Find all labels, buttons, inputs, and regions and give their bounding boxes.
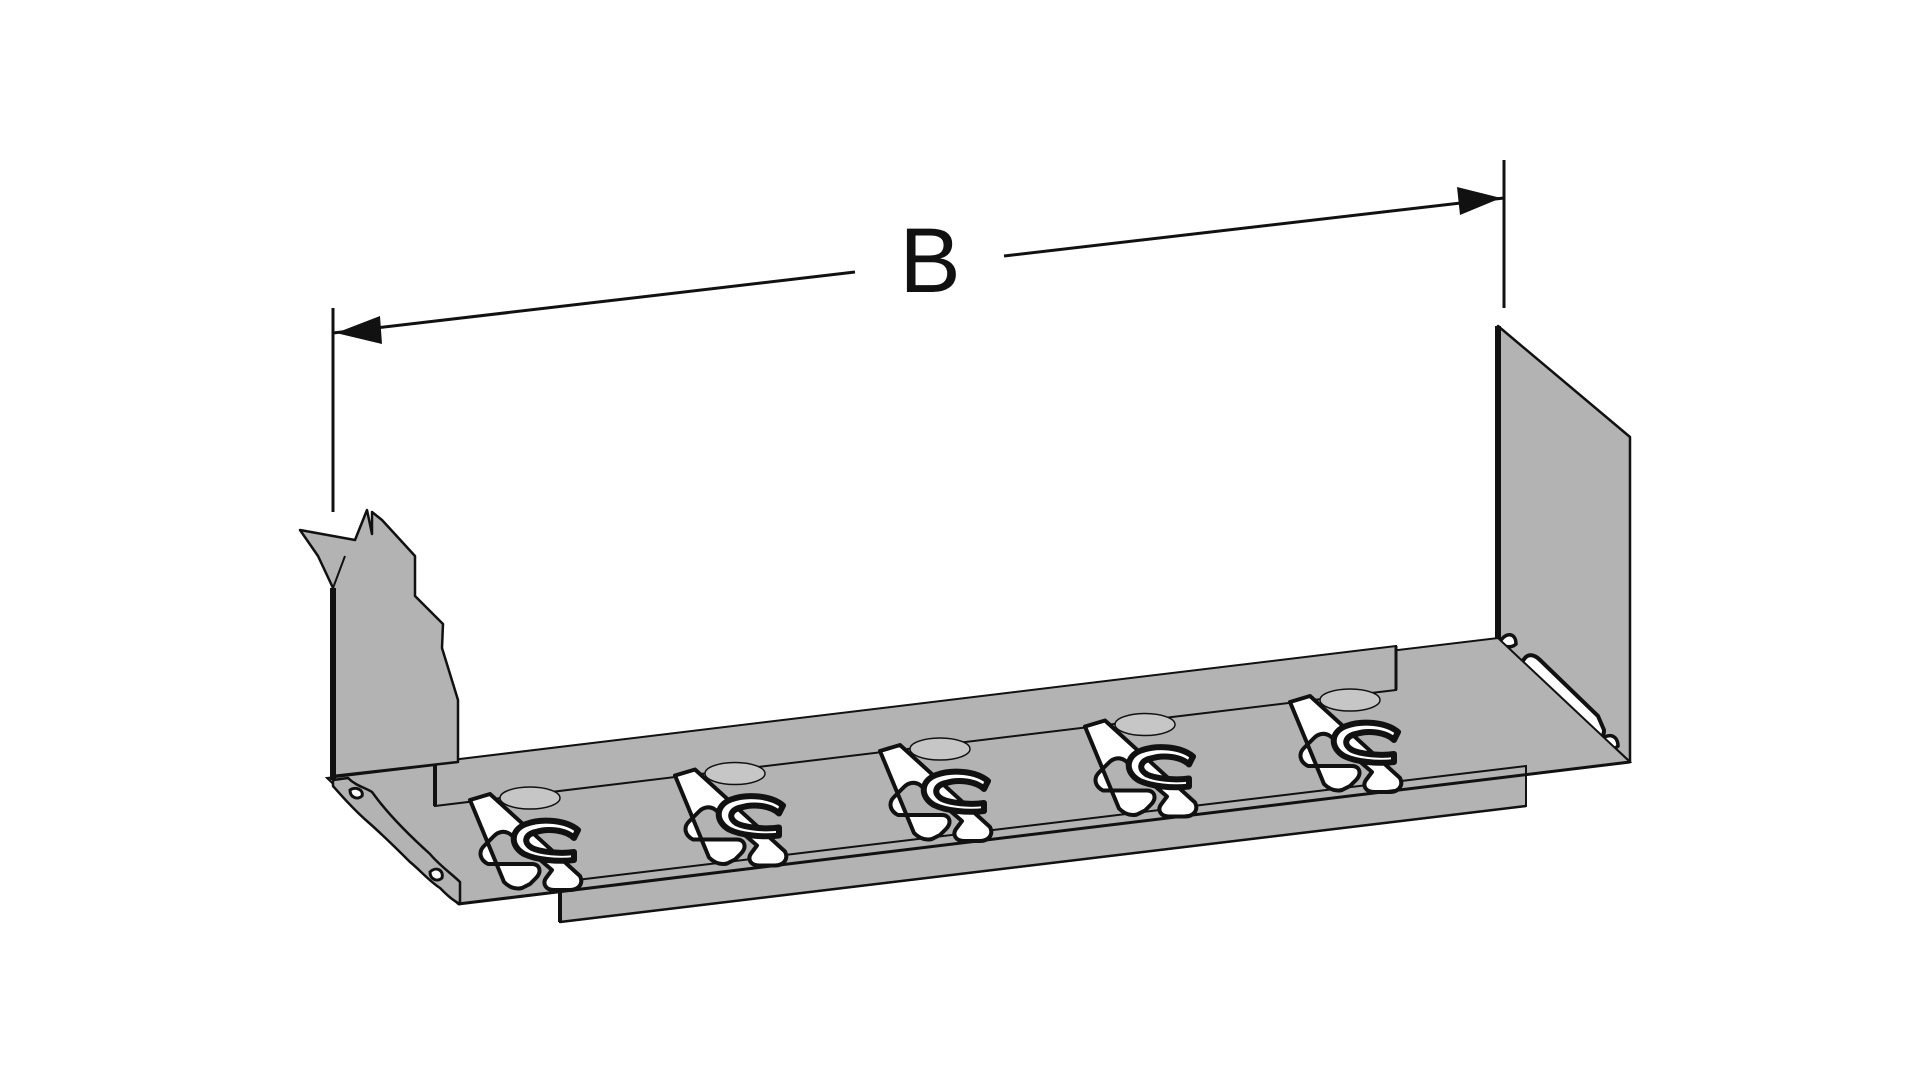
dimension-b: [331, 160, 1506, 512]
dimension-arrowhead-left: [336, 316, 382, 344]
base-slots: [468, 688, 1404, 892]
left-side-wall: [298, 508, 462, 906]
dimension-line-left: [332, 270, 856, 335]
dimension-label: B: [899, 210, 960, 312]
left-wall-lower-bracket: [331, 776, 462, 906]
base-front-edge: [457, 760, 1631, 906]
keyhole-slot: [1288, 688, 1404, 794]
keyhole-slot: [1083, 712, 1199, 819]
keyhole-slot: [673, 761, 789, 868]
dimension-arrowhead-right: [1457, 187, 1501, 215]
dimension-line-right: [1003, 196, 1505, 258]
